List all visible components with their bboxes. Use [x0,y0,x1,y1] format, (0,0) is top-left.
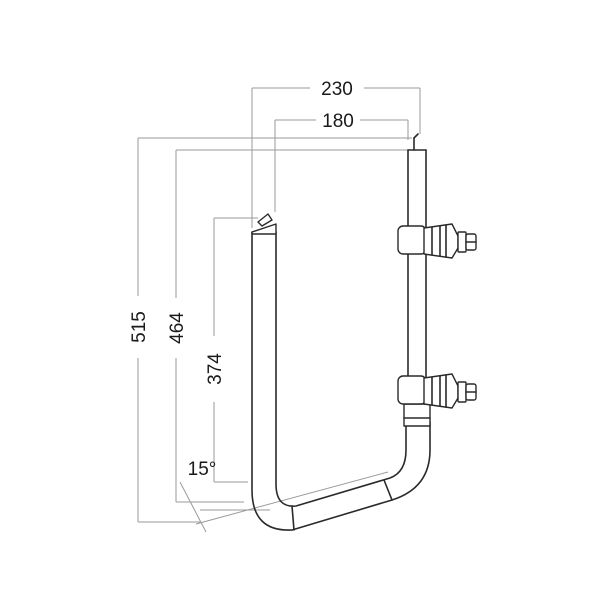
dimension-angle: 15° [188,459,217,480]
dimension-374: 374 [205,353,226,385]
dimension-lines [137,87,421,533]
dimension-464: 464 [167,312,188,344]
dimension-230: 230 [321,79,353,100]
upper-clamp [397,223,477,259]
dimension-180: 180 [322,111,354,132]
tube-body [251,133,431,531]
dimension-515: 515 [129,311,150,343]
lower-clamp [397,373,477,409]
